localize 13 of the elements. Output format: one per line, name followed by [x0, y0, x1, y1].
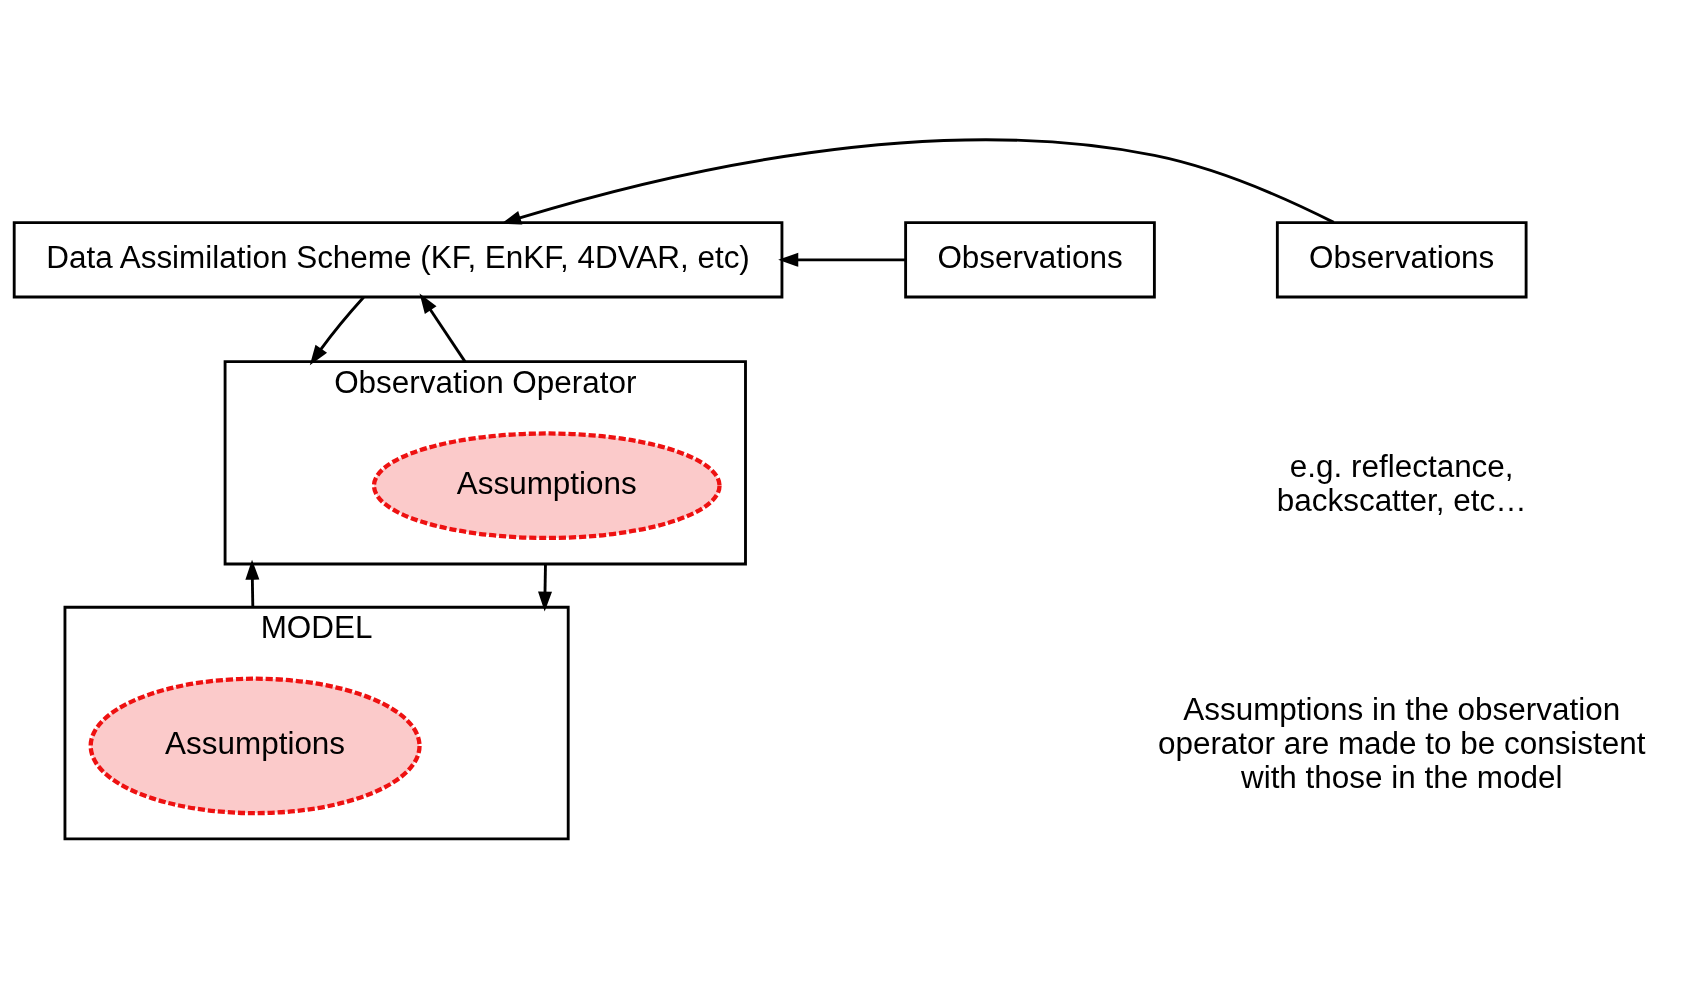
arrow: [778, 252, 906, 267]
node-box: Data Assimilation Scheme (KF, EnKF, 4DVAR, etc): [12, 221, 784, 299]
arrow: [245, 559, 260, 608]
label: e.g. reflectance, backscatter, etc…: [1276, 448, 1527, 518]
arrow: [309, 296, 365, 366]
node-box: Observations: [1275, 221, 1528, 299]
node-ellipse: Assumptions: [88, 676, 422, 816]
label: Assumptions in the observation operator are made to be consistent with those in the model: [1157, 691, 1646, 796]
arrow: [419, 293, 467, 363]
node-box: Observations: [904, 221, 1156, 299]
node-ellipse: Assumptions: [371, 431, 722, 541]
arrow: [501, 138, 1335, 225]
arrow: [538, 564, 553, 612]
